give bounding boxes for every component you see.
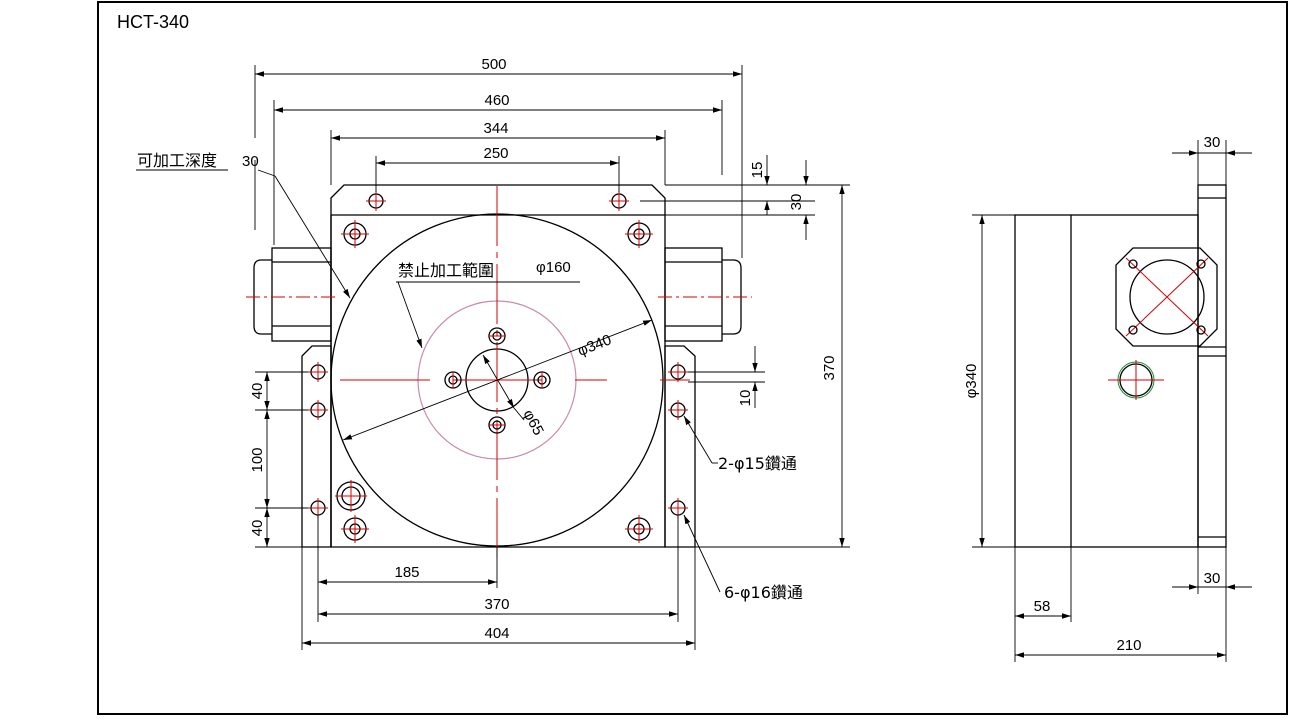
dim-500: 500 — [481, 56, 506, 73]
right-motor-block — [658, 247, 752, 342]
flange-holes — [308, 362, 688, 518]
hole-callout-15: 2-φ15鑽通 — [718, 454, 797, 473]
phi65-dim-line — [482, 354, 515, 409]
depth-leader — [136, 169, 351, 299]
dim-15: 15 — [749, 162, 766, 179]
dim-30-right: 30 — [788, 194, 805, 211]
side-port — [1108, 360, 1164, 400]
hole-callout-16: 6-φ16鑽通 — [724, 583, 803, 602]
dim-40-lower: 40 — [249, 520, 266, 537]
dim-185: 185 — [394, 564, 419, 581]
no-machining-label: 禁止加工範圍 — [398, 261, 494, 280]
no-machining-leader — [396, 281, 580, 349]
left-flange — [301, 345, 332, 548]
front-view: 500 460 344 250 可加工深度 30 禁止加工範圍 φ160 φ34… — [136, 56, 850, 650]
side-view: 30 φ340 30 58 210 — [963, 134, 1252, 662]
right-flange — [664, 345, 696, 548]
dim-370: 370 — [484, 596, 509, 613]
top-edge-holes — [366, 191, 629, 211]
counterbore-holes — [335, 220, 653, 543]
phi160-label: φ160 — [536, 259, 571, 276]
dim-344: 344 — [483, 120, 508, 137]
depth-value: 30 — [242, 153, 259, 170]
bottom-dimensions — [301, 515, 696, 650]
right-vertical-dims — [640, 155, 850, 548]
left-vertical-dims — [255, 371, 308, 548]
phi65-label: φ65 — [519, 407, 546, 438]
depth-label: 可加工深度 — [137, 151, 217, 170]
dim-370-vertical: 370 — [821, 355, 838, 380]
dim-250: 250 — [483, 145, 508, 162]
phi340-label: φ340 — [575, 331, 614, 359]
dim-404: 404 — [484, 625, 509, 642]
side-dim-58: 58 — [1034, 598, 1051, 615]
dim-100: 100 — [249, 447, 266, 472]
drawing-border — [97, 1, 1288, 715]
side-dim-210: 210 — [1116, 637, 1141, 654]
side-dim-30-top: 30 — [1204, 134, 1221, 151]
front-plate — [330, 184, 666, 548]
side-dim-30-right: 30 — [1204, 570, 1221, 587]
dim-10: 10 — [737, 390, 754, 407]
dim-460: 460 — [484, 92, 509, 109]
side-dim-phi340: φ340 — [963, 364, 980, 399]
hole-callout-leaders — [683, 415, 721, 593]
model-title: HCT-340 — [117, 12, 189, 32]
side-dimensions — [972, 140, 1252, 662]
dim-40-upper: 40 — [249, 383, 266, 400]
side-body — [1014, 184, 1227, 548]
top-dimensions — [254, 65, 743, 258]
motor-flange-view — [1115, 247, 1218, 347]
left-motor-block — [246, 247, 337, 342]
